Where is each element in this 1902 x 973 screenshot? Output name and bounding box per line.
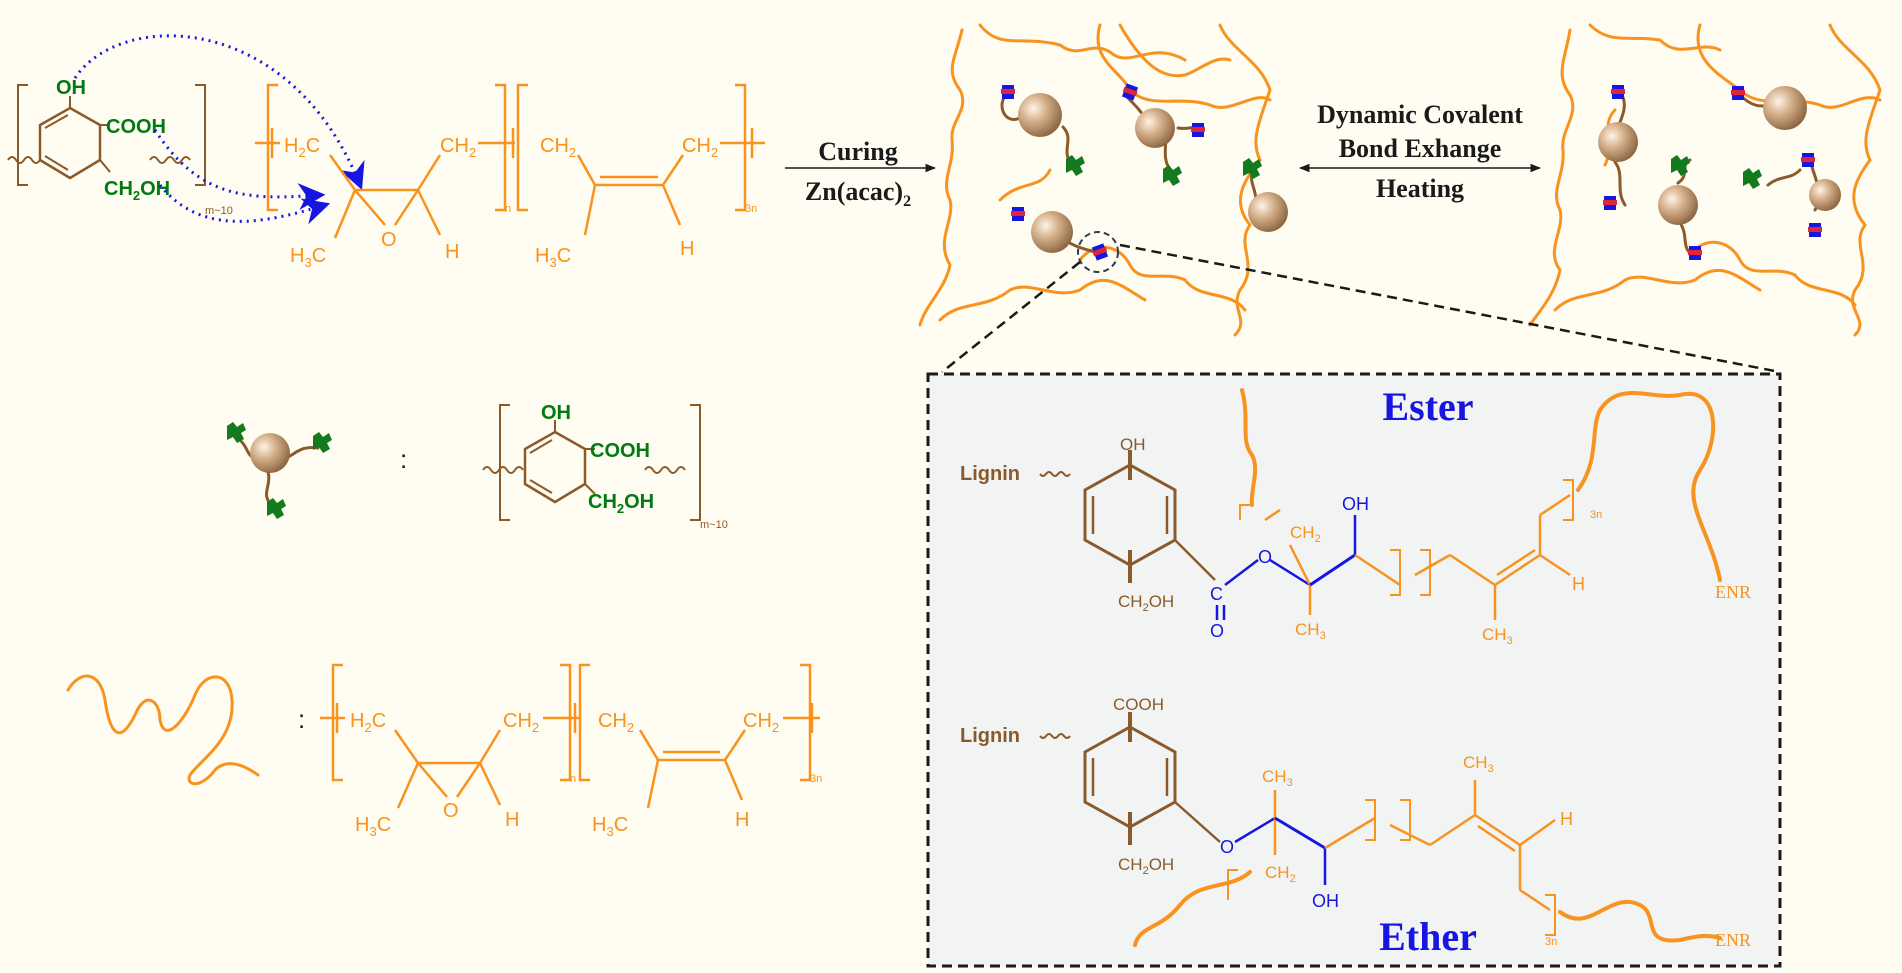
ether-ch2: CH2 xyxy=(1265,863,1296,885)
ether-enr: ENR xyxy=(1715,930,1751,950)
zoom-line-left xyxy=(941,261,1081,373)
ether-oh: OH xyxy=(1312,891,1339,911)
legend-enr-h3c-b: H3C xyxy=(592,814,628,839)
exchange-arrow: Dynamic Covalent Bond Exhange Heating xyxy=(1298,100,1542,203)
lignin-structure-top: OH COOH CH2OH m~10 xyxy=(7,77,233,217)
network-before xyxy=(918,23,1288,337)
legend-enr-ch2-a: CH2 xyxy=(503,710,539,735)
ester-ch2oh: CH2OH xyxy=(1118,592,1174,614)
ester-ch3-a: CH3 xyxy=(1295,620,1326,642)
bond-inset: Ester Ether Lignin OH CH2OH C O O CH3 CH… xyxy=(926,372,1782,968)
enr-h2c-label: H2C xyxy=(284,135,320,160)
ether-ch3-b: CH3 xyxy=(1463,753,1494,775)
lignin-sphere xyxy=(1135,108,1175,148)
lignin-sphere xyxy=(1658,185,1698,225)
legend-lignin-repeat: m~10 xyxy=(700,519,728,531)
ester-enr: ENR xyxy=(1715,582,1751,602)
legend-enr-h-a: H xyxy=(505,809,519,831)
legend-enr-ch2-b: CH2 xyxy=(598,710,634,735)
lignin-sphere xyxy=(250,433,290,473)
legend-enr-ch2-c: CH2 xyxy=(743,710,779,735)
lignin-sphere xyxy=(1763,86,1807,130)
enr-n-label: n xyxy=(505,203,511,215)
catalyst-label: Zn(acac)2 xyxy=(805,177,911,210)
network-after xyxy=(1528,23,1882,337)
enr-h-label-a: H xyxy=(445,241,459,263)
lignin-sphere xyxy=(1809,179,1841,211)
lignin-sphere xyxy=(1598,122,1638,162)
lignin-sphere xyxy=(1018,93,1062,137)
enr-3n-label: 3n xyxy=(745,203,757,215)
legend-lignin-oh: OH xyxy=(541,402,571,424)
ester-ch2: CH2 xyxy=(1290,523,1321,545)
lignin-oh-label: OH xyxy=(56,77,86,99)
enr-ch2-label-c: CH2 xyxy=(682,135,718,160)
exchange-label-1: Dynamic Covalent xyxy=(1317,100,1523,129)
lignin-sphere xyxy=(1031,211,1073,253)
legend-lignin: : OH COOH CH2OH m~10 xyxy=(227,402,728,531)
lignin-sphere xyxy=(1248,192,1288,232)
ester-o-carbonyl: O xyxy=(1210,621,1224,641)
lignin-repeat-label: m~10 xyxy=(205,205,233,217)
enr-structure-top: H2C O H H3C CH2 n CH2 H3C H CH2 3n xyxy=(255,83,765,270)
reaction-arrows xyxy=(73,34,365,225)
exchange-label-2: Bond Exhange xyxy=(1339,134,1502,163)
ester-c: C xyxy=(1210,584,1223,604)
lignin-cooh-label: COOH xyxy=(106,116,166,138)
ether-3n: 3n xyxy=(1545,936,1557,948)
ether-o: O xyxy=(1220,837,1234,857)
curing-label: Curing xyxy=(818,137,897,166)
legend-enr-3n: 3n xyxy=(810,773,822,785)
zoom-line-right xyxy=(1119,243,1781,374)
legend-enr: : H2C O H H3C CH2 n CH2 H3C H CH2 3n xyxy=(66,663,822,839)
legend-enr-n: n xyxy=(570,773,576,785)
legend-enr-h3c: H3C xyxy=(355,814,391,839)
lignin-ch2oh-label: CH2OH xyxy=(104,178,170,203)
ester-ch3-b: CH3 xyxy=(1482,625,1513,647)
ether-ch2oh: CH2OH xyxy=(1118,855,1174,877)
ester-oh: OH xyxy=(1342,494,1369,514)
zoom-circle xyxy=(1077,231,1119,273)
legend-lignin-cooh: COOH xyxy=(590,440,650,462)
ester-oh-top: OH xyxy=(1120,435,1146,454)
enr-h-label-b: H xyxy=(680,238,694,260)
curing-arrow: Curing Zn(acac)2 xyxy=(785,137,937,210)
legend-colon-2: : xyxy=(298,704,305,734)
ester-3n: 3n xyxy=(1590,509,1602,521)
legend-enr-h-b: H xyxy=(735,809,749,831)
ester-o: O xyxy=(1258,547,1272,567)
enr-o-label: O xyxy=(381,229,397,251)
ester-h: H xyxy=(1572,574,1585,594)
ether-lignin-label: Lignin xyxy=(960,725,1020,747)
legend-enr-o: O xyxy=(443,800,459,822)
ether-cooh-top: COOH xyxy=(1113,695,1164,714)
exchange-label-3: Heating xyxy=(1376,174,1464,203)
enr-ch2-label-a: CH2 xyxy=(440,135,476,160)
ether-ch3-a: CH3 xyxy=(1262,767,1293,789)
ester-title: Ester xyxy=(1382,384,1473,429)
ester-lignin-label: Lignin xyxy=(960,463,1020,485)
enr-ch2-label-b: CH2 xyxy=(540,135,576,160)
enr-h3c-label: H3C xyxy=(290,245,326,270)
enr-h3c-label-b: H3C xyxy=(535,245,571,270)
legend-colon-1: : xyxy=(400,444,407,474)
legend-lignin-ch2oh: CH2OH xyxy=(588,491,654,516)
ether-h: H xyxy=(1560,809,1573,829)
legend-enr-h2c: H2C xyxy=(350,710,386,735)
ether-title: Ether xyxy=(1379,914,1477,959)
